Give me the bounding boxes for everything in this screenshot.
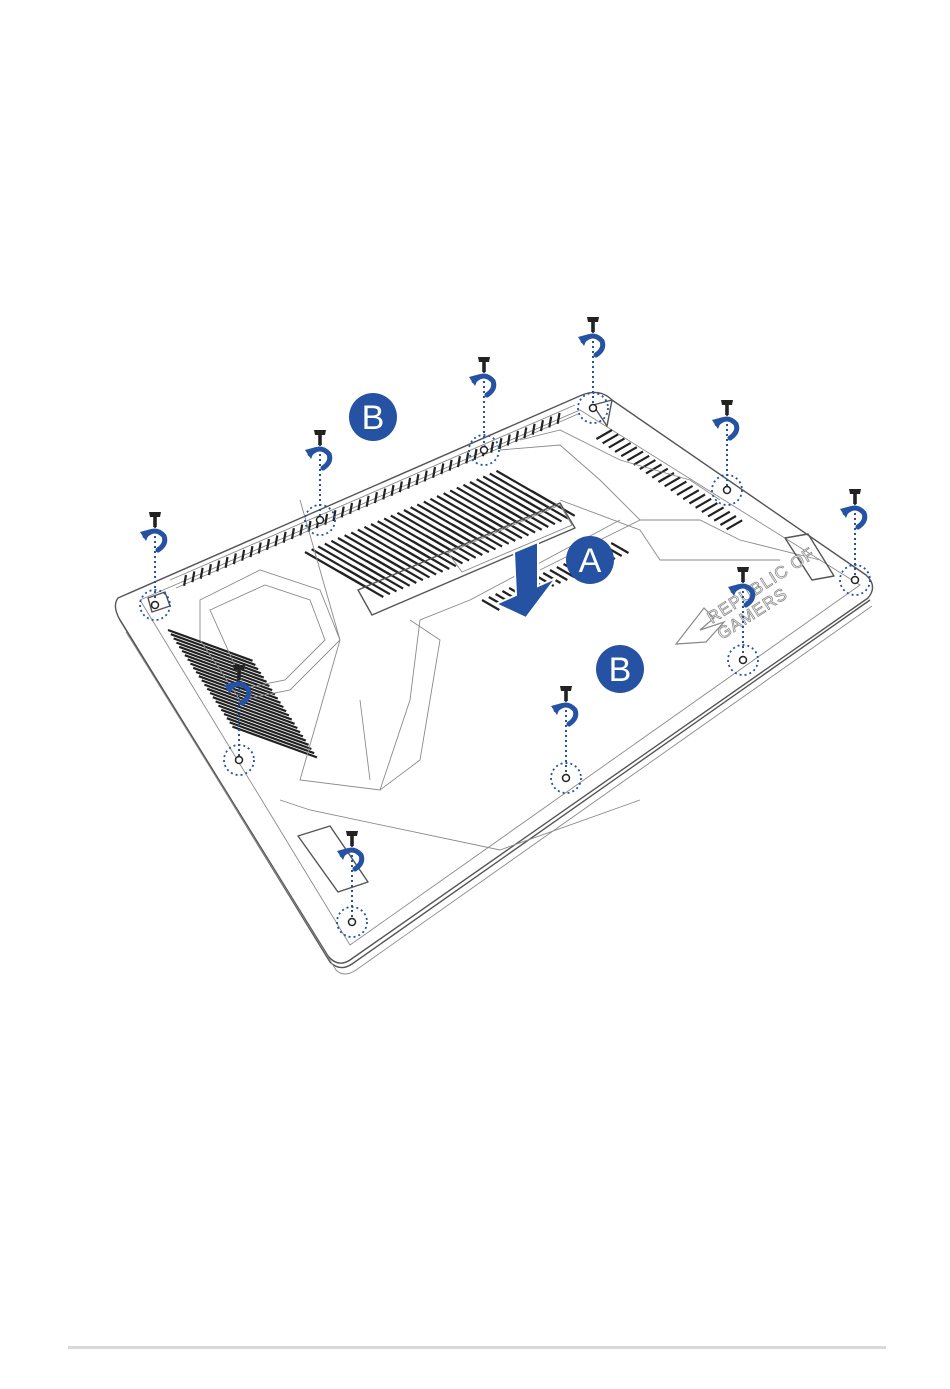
counterclockwise-arrow-icon <box>578 334 603 355</box>
counterclockwise-arrow-icon <box>712 417 737 438</box>
step-badge-b-bottom: B <box>596 645 644 693</box>
screw-1 <box>140 512 170 620</box>
screw-icon <box>849 489 861 504</box>
screw-icon <box>587 317 599 332</box>
screw-icon <box>478 357 490 372</box>
step-label-a: A <box>579 542 602 580</box>
screw-group <box>140 317 870 937</box>
counterclockwise-arrow-icon <box>551 703 576 724</box>
screw-icon <box>314 430 326 445</box>
side-vent-right <box>596 430 742 529</box>
laptop-bottom-case <box>115 392 872 974</box>
screw-icon <box>721 400 733 415</box>
side-vent-left <box>168 630 317 757</box>
screw-6 <box>840 489 870 595</box>
step-label-b-bottom: B <box>609 651 632 689</box>
screw-9 <box>551 686 581 793</box>
screw-5 <box>712 400 742 505</box>
counterclockwise-arrow-icon <box>305 447 330 468</box>
counterclockwise-arrow-icon <box>840 506 865 527</box>
screw-icon <box>149 512 161 527</box>
step-label-b-top: B <box>362 399 385 437</box>
step-badge-b-top: B <box>349 393 397 441</box>
counterclockwise-arrow-icon <box>140 529 165 550</box>
counterclockwise-arrow-icon <box>337 848 362 869</box>
counterclockwise-arrow-icon <box>469 374 494 395</box>
screw-icon <box>346 831 358 846</box>
screw-icon <box>737 567 749 582</box>
screw-icon <box>560 686 572 701</box>
step-badge-a: A <box>566 536 614 584</box>
footer-rule <box>68 1346 886 1349</box>
screw-4 <box>578 317 608 423</box>
